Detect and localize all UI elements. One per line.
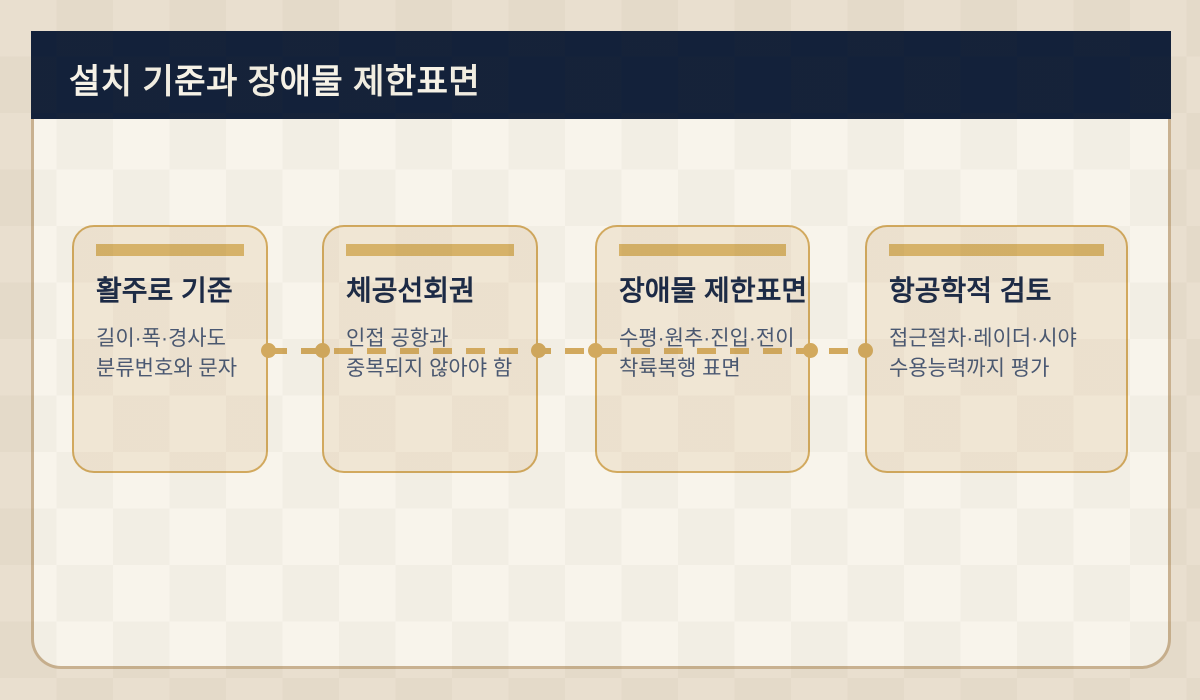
card-title: 체공선회권	[346, 275, 475, 306]
connector-dot	[803, 343, 818, 358]
connector-dot	[858, 343, 873, 358]
card-body-line: 수용능력까지 평가	[889, 357, 1050, 380]
card-title: 항공학적 검토	[889, 275, 1052, 306]
card-body-line: 중복되지 않아야 함	[346, 357, 513, 380]
card-accent-bar	[346, 244, 514, 256]
card-body-line: 접근절차·레이더·시야	[889, 327, 1077, 350]
card-body-line: 길이·폭·경사도	[96, 327, 226, 350]
page-title: 설치 기준과 장애물 제한표면	[69, 62, 481, 101]
connector-dot	[261, 343, 276, 358]
card-body: 수평·원추·진입·전이 착륙복행 표면	[619, 324, 795, 384]
connector-dot	[531, 343, 546, 358]
card-body: 접근절차·레이더·시야 수용능력까지 평가	[889, 324, 1104, 384]
card-accent-bar	[889, 244, 1104, 256]
card-title: 장애물 제한표면	[619, 275, 808, 306]
card-body-line: 수평·원추·진입·전이	[619, 327, 795, 350]
card-accent-bar	[96, 244, 244, 256]
card-aeronautical-review: 항공학적 검토 접근절차·레이더·시야 수용능력까지 평가	[865, 225, 1128, 473]
card-body-line: 착륙복행 표면	[619, 357, 741, 380]
connector-dot	[315, 343, 330, 358]
slide-header: 설치 기준과 장애물 제한표면	[31, 31, 1171, 119]
card-body-line: 분류번호와 문자	[96, 357, 238, 380]
card-body: 인접 공항과 중복되지 않아야 함	[346, 324, 514, 384]
card-body: 길이·폭·경사도 분류번호와 문자	[96, 324, 244, 384]
card-body-line: 인접 공항과	[346, 327, 449, 350]
card-runway-standards: 활주로 기준 길이·폭·경사도 분류번호와 문자	[72, 225, 268, 473]
card-accent-bar	[619, 244, 786, 256]
card-title: 활주로 기준	[96, 275, 233, 306]
dashed-connector-line	[268, 348, 865, 354]
connector-dot	[588, 343, 603, 358]
